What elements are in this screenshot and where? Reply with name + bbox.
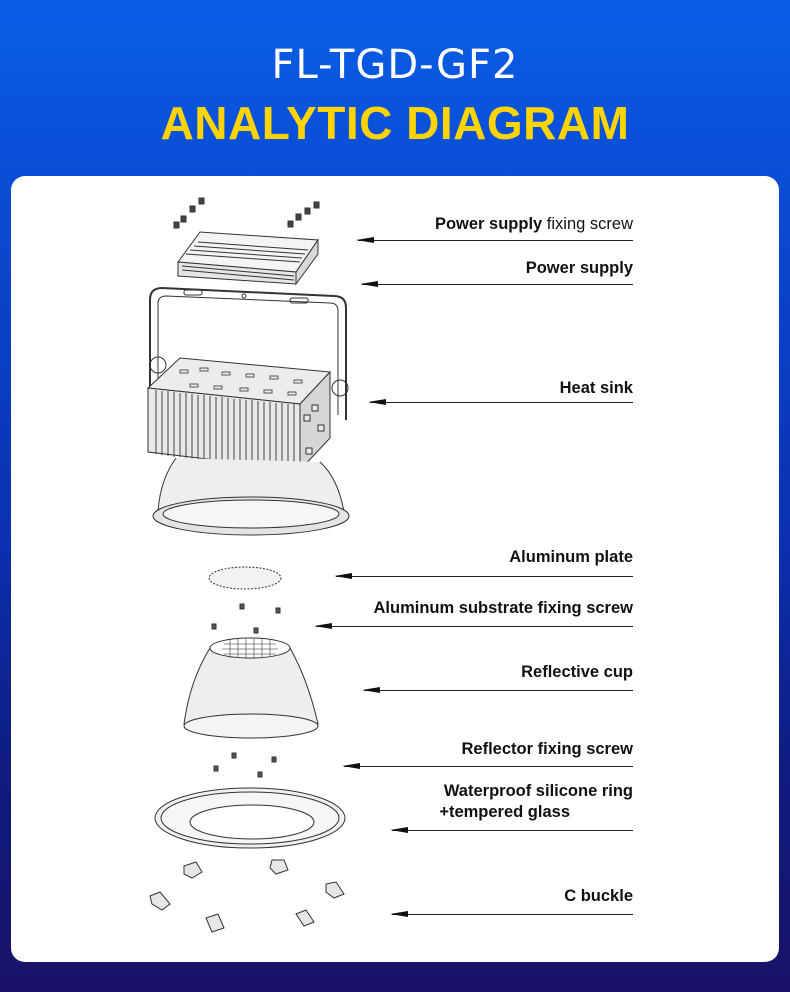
label-reflector-fixing-screw: Reflector fixing screw — [461, 740, 633, 758]
leader-line — [392, 830, 633, 831]
label-aluminum-plate: Aluminum plate — [509, 548, 633, 566]
label-power-supply-fixing-screw: Power supply fixing screw — [434, 215, 633, 233]
arrow-head — [342, 763, 360, 769]
mounting-bracket — [149, 286, 349, 420]
leader-line — [336, 576, 633, 577]
leader-line — [344, 766, 633, 767]
leader-line — [358, 240, 633, 241]
label-heat-sink: Heat sink — [559, 379, 633, 397]
label-waterproof-ring: Waterproof silicone ring — [443, 782, 633, 800]
aluminum-plate-part — [208, 566, 282, 590]
label-aluminum-substrate-fixing-screw: Aluminum substrate fixing screw — [373, 599, 633, 617]
power-supply-box — [177, 231, 319, 286]
arrow-head — [356, 237, 374, 243]
label-c-buckle: C buckle — [564, 887, 633, 905]
leader-line — [316, 626, 633, 627]
label-power-supply: Power supply — [525, 259, 633, 277]
arrow-head — [390, 911, 408, 917]
label-tempered-glass: +tempered glass — [439, 803, 570, 821]
reflector-screws — [213, 752, 277, 778]
power-supply-screws — [173, 197, 320, 229]
arrow-head — [334, 573, 352, 579]
diagram-title: ANALYTIC DIAGRAM — [160, 97, 630, 149]
leader-line — [364, 690, 633, 691]
arrow-head — [360, 281, 378, 287]
reflective-cup-part — [183, 637, 319, 739]
housing-dome — [152, 457, 350, 536]
arrow-head — [362, 687, 380, 693]
label-reflective-cup: Reflective cup — [521, 663, 633, 681]
leader-line — [362, 284, 633, 285]
arrow-head — [368, 399, 386, 405]
arrow-head — [390, 827, 408, 833]
header: FL-TGD-GF2 ANALYTIC DIAGRAM — [0, 0, 790, 170]
silicone-ring-glass — [154, 787, 346, 849]
c-buckles — [149, 859, 345, 933]
heat-sink-fins — [147, 370, 331, 472]
substrate-screws — [211, 603, 281, 634]
leader-line — [370, 402, 633, 403]
leader-line — [392, 914, 633, 915]
model-number: FL-TGD-GF2 — [271, 42, 519, 88]
arrow-head — [314, 623, 332, 629]
